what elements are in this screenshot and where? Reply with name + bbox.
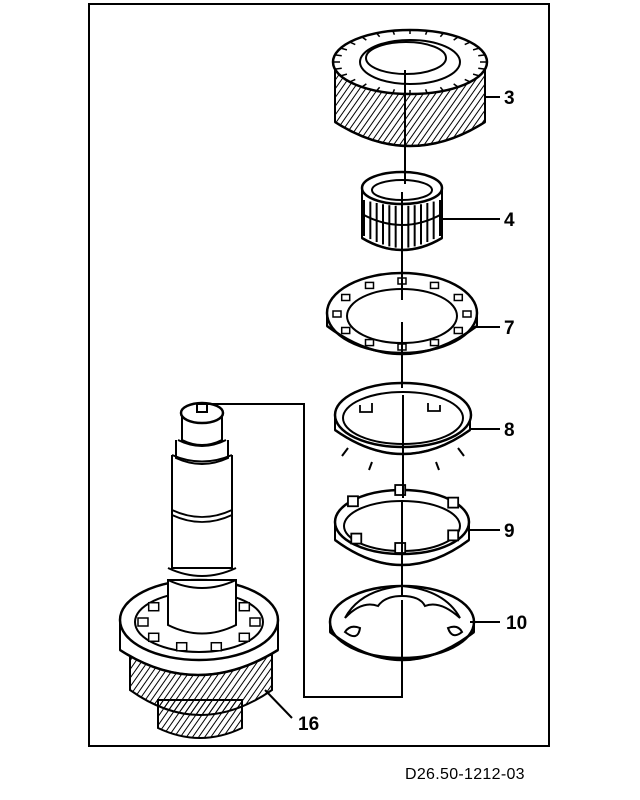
callout-8: 8	[504, 420, 515, 441]
callout-3: 3	[504, 88, 515, 109]
callout-9: 9	[504, 521, 515, 542]
callout-7: 7	[504, 318, 515, 339]
assembly-axis-lines	[207, 70, 406, 698]
callout-4: 4	[504, 210, 515, 231]
callout-16: 16	[298, 714, 319, 735]
figure-frame	[88, 3, 550, 747]
callout-leaders	[264, 96, 500, 719]
helical-gear-icon	[331, 28, 489, 148]
figure-reference-code: D26.50-1212-03	[405, 766, 525, 783]
callout-10: 10	[506, 613, 527, 634]
main-shaft-icon	[118, 401, 280, 739]
